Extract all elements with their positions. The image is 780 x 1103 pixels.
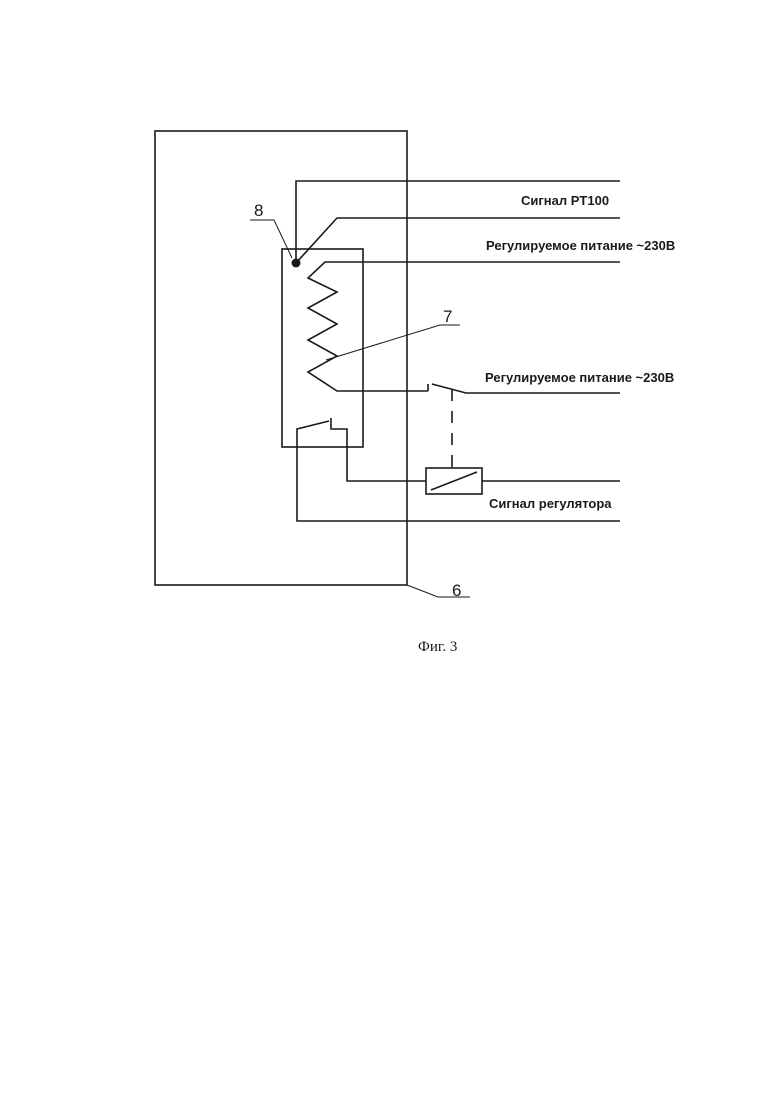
- figure-caption: Фиг. 3: [418, 639, 457, 655]
- label-signal-pt100: Сигнал PT100: [521, 193, 609, 208]
- label-regulator-signal: Сигнал регулятора: [489, 496, 612, 511]
- ref-6: 6: [452, 581, 461, 600]
- ref-8: 8: [254, 201, 263, 220]
- thermal-switch: [297, 418, 336, 441]
- power-switch-contact: [428, 384, 620, 393]
- label-power-bottom: Регулируемое питание ~230В: [485, 370, 674, 385]
- leader-8: [250, 220, 292, 258]
- sensor-point: [292, 259, 301, 268]
- label-power-top: Регулируемое питание ~230В: [486, 238, 675, 253]
- leader-7: [326, 325, 460, 360]
- relay-coil-diagonal: [431, 472, 477, 490]
- ref-7: 7: [443, 307, 452, 326]
- outer-housing: [155, 131, 407, 585]
- relay-wire-left: [336, 429, 426, 481]
